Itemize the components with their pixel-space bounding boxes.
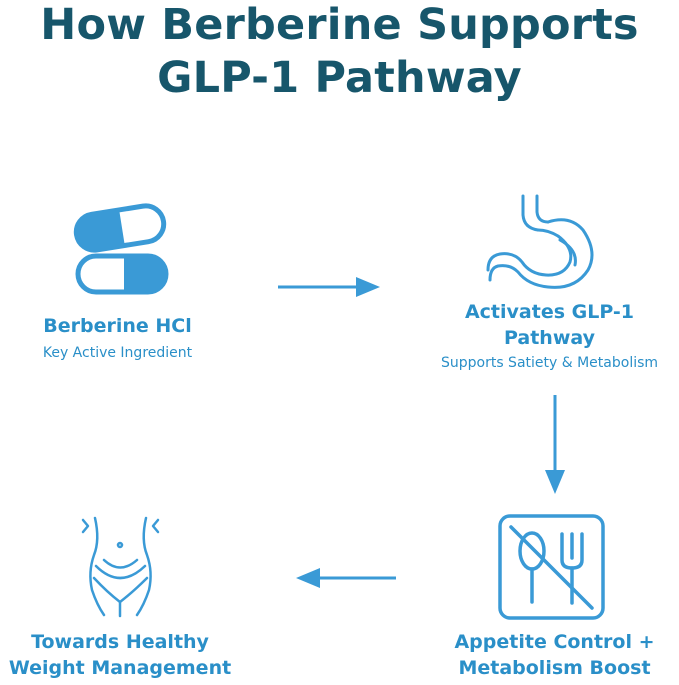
- page-title: How Berberine Supports: [40, 0, 639, 50]
- step-2-label-line-1: Activates GLP-1: [464, 301, 635, 323]
- step-3-label-line-1: Appetite Control +: [454, 631, 655, 653]
- page-title-line-2: GLP-1 Pathway: [157, 53, 522, 103]
- step-2-subtitle: Supports Satiety & Metabolism: [440, 355, 659, 371]
- step-3-label-line-2: Metabolism Boost: [458, 657, 651, 679]
- step-1-subtitle: Key Active Ingredient: [42, 345, 193, 361]
- step-2-label-line-2: Pathway: [503, 327, 596, 349]
- step-1-label: Berberine HCl: [43, 315, 192, 337]
- step-4-label-line-2: Weight Management: [8, 657, 232, 679]
- step-4-label-line-1: Towards Healthy: [31, 631, 209, 653]
